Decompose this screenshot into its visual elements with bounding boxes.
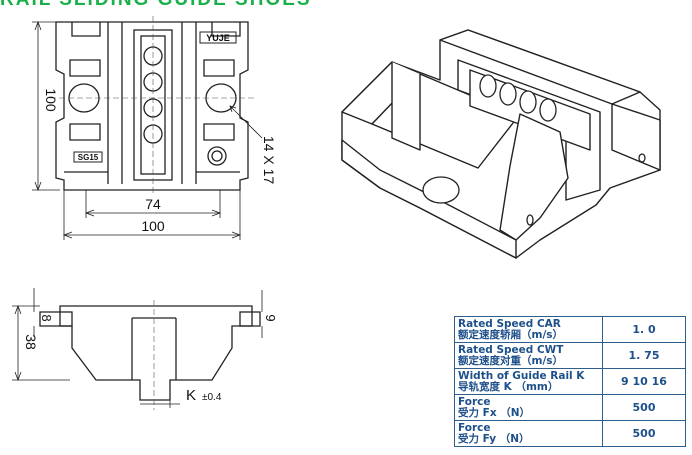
dim-width-74: 74: [145, 196, 161, 212]
spec-value: 1. 75: [602, 342, 686, 369]
spec-label-en: Rated Speed CAR: [458, 317, 561, 330]
side-view-dimensions: [12, 288, 263, 408]
isometric-holes: [422, 74, 646, 226]
spec-label-en: Rated Speed CWT: [458, 343, 564, 356]
spec-label-en: Width of Guide Rail K: [458, 369, 585, 382]
top-view-dimensions: [32, 20, 263, 240]
spec-label-en: Force: [458, 421, 491, 434]
dim-slot-14x17: 14 X 17: [261, 136, 277, 184]
dim-height-100: 100: [43, 88, 59, 112]
isometric-view: [341, 29, 661, 259]
top-view-center-lines: [50, 16, 254, 196]
spec-label-cn: 导轨宽度 K （mm）: [458, 380, 559, 393]
top-view: [55, 21, 249, 191]
spec-label-en: Force: [458, 395, 491, 408]
dim-k-label: K: [186, 387, 196, 404]
dim-height-38: 38: [23, 334, 39, 350]
side-view: [39, 305, 261, 401]
spec-value: 500: [602, 420, 686, 447]
spec-value: 1. 0: [602, 316, 686, 343]
spec-label-cn: 受力 Fx （N）: [458, 406, 531, 419]
dim-k-tolerance: ±0.4: [202, 392, 222, 403]
spec-label-cn: 额定速度对重（m/s）: [458, 354, 564, 367]
spec-value: 9 10 16: [602, 368, 686, 395]
spec-value: 500: [602, 394, 686, 421]
dim-flange-8: 8: [39, 314, 54, 321]
dim-flange-9: 9: [263, 314, 278, 321]
spec-label-cn: 额定速度轿厢（m/s）: [458, 328, 564, 341]
spec-label-cn: 受力 Fy （N）: [458, 432, 530, 445]
model-mark: SG15: [78, 153, 99, 162]
dim-width-100: 100: [141, 218, 165, 234]
page-title: RAIL SLIDING GUIDE SHOES: [0, 0, 320, 9]
brand-mark: YUJE: [206, 33, 230, 43]
